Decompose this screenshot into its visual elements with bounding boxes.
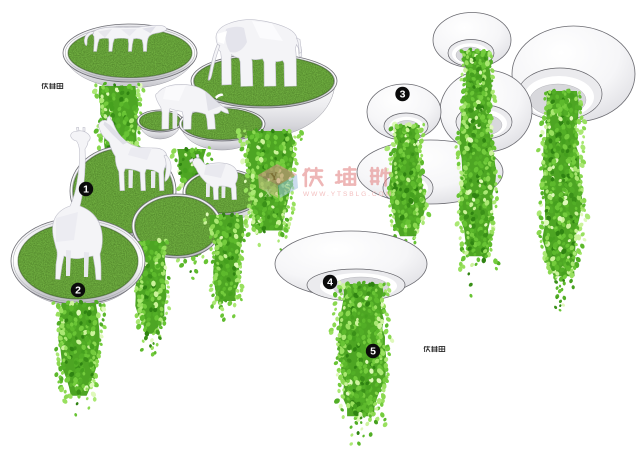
svg-text:X: X [264,188,272,200]
svg-text:2: 2 [75,285,81,297]
svg-text:4: 4 [327,277,333,289]
svg-text:Y: Y [269,170,279,183]
svg-text:5: 5 [370,346,376,358]
svg-text:S: S [284,181,291,195]
svg-text:1: 1 [83,184,89,196]
svg-text:WWW.YTSBLG.COM: WWW.YTSBLG.COM [303,191,393,198]
svg-text:3: 3 [400,89,406,101]
